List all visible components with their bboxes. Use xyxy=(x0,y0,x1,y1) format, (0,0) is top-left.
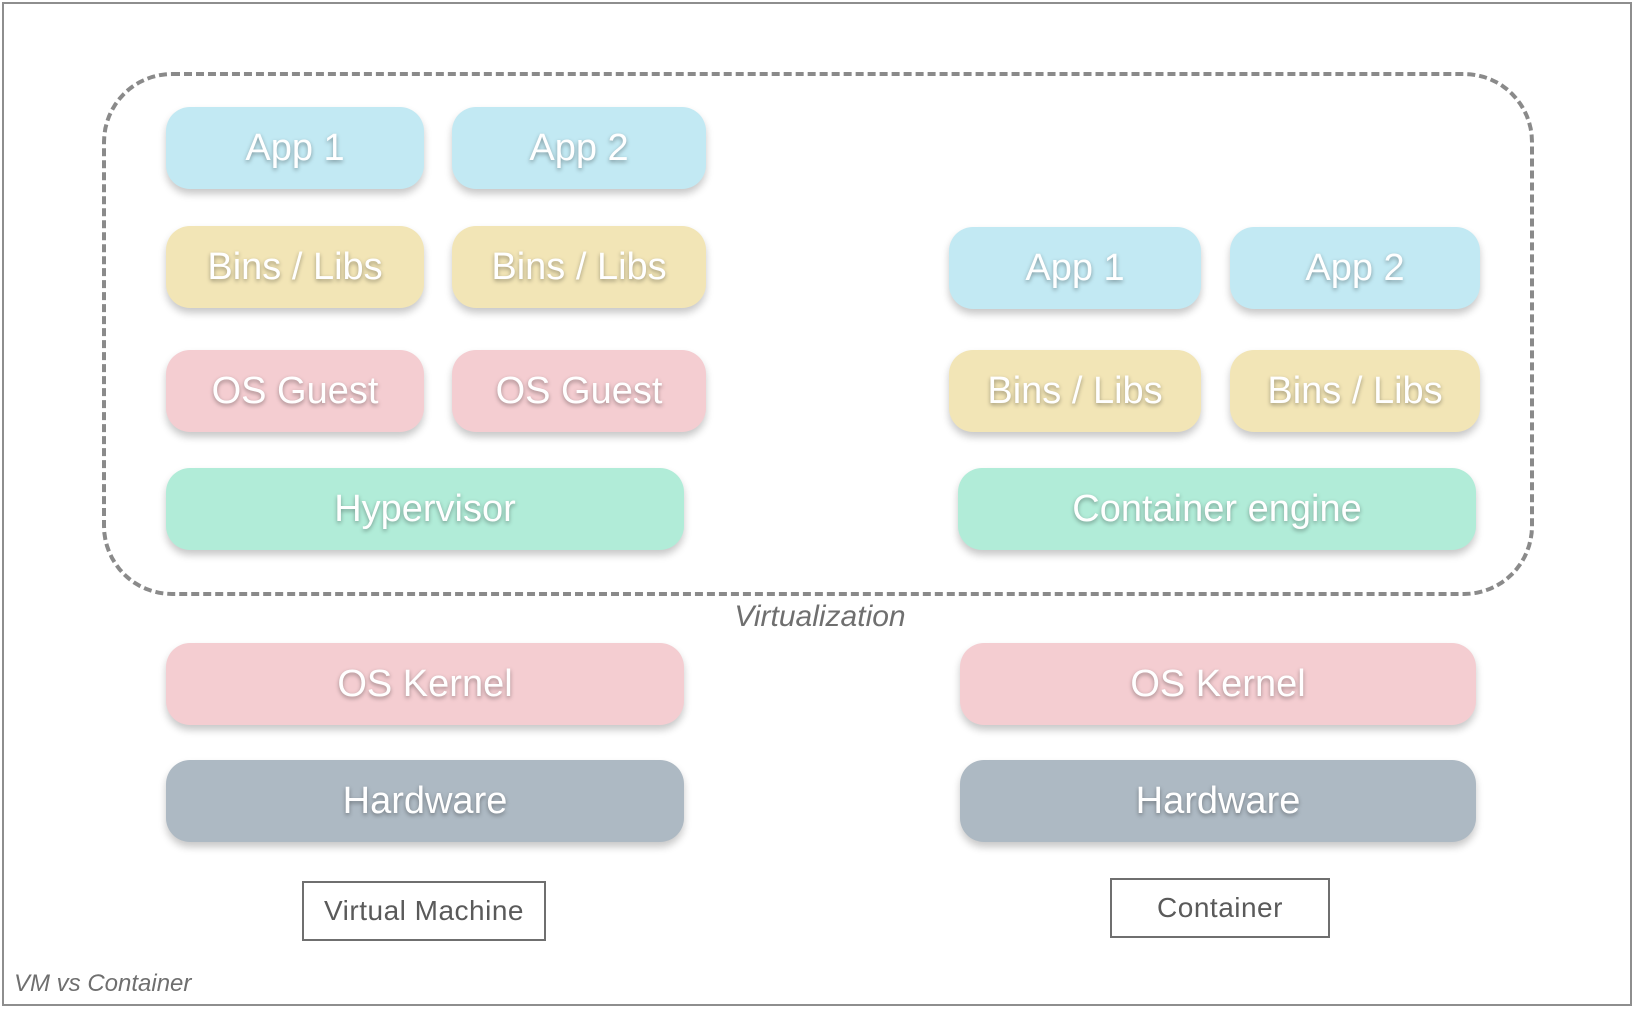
vm-app-1-block: App 1 xyxy=(166,107,424,189)
container-libs-1-block: Bins / Libs xyxy=(949,350,1201,432)
virtualization-boundary xyxy=(102,72,1534,596)
vm-hardware-block: Hardware xyxy=(166,760,684,842)
virtual-machine-label: Virtual Machine xyxy=(302,881,546,941)
vm-os-guest-1-block: OS Guest xyxy=(166,350,424,432)
container-os-kernel-block: OS Kernel xyxy=(960,643,1476,725)
container-engine-block: Container engine xyxy=(958,468,1476,550)
vm-app-2-block: App 2 xyxy=(452,107,706,189)
footer-caption: VM vs Container xyxy=(14,970,192,997)
virtualization-label: Virtualization xyxy=(734,600,906,633)
container-label: Container xyxy=(1110,878,1330,938)
container-app-1-block: App 1 xyxy=(949,227,1201,309)
container-libs-2-block: Bins / Libs xyxy=(1230,350,1480,432)
vm-os-guest-2-block: OS Guest xyxy=(452,350,706,432)
vm-libs-2-block: Bins / Libs xyxy=(452,226,706,308)
vm-os-kernel-block: OS Kernel xyxy=(166,643,684,725)
hypervisor-block: Hypervisor xyxy=(166,468,684,550)
container-app-2-block: App 2 xyxy=(1230,227,1480,309)
vm-libs-1-block: Bins / Libs xyxy=(166,226,424,308)
container-hardware-block: Hardware xyxy=(960,760,1476,842)
